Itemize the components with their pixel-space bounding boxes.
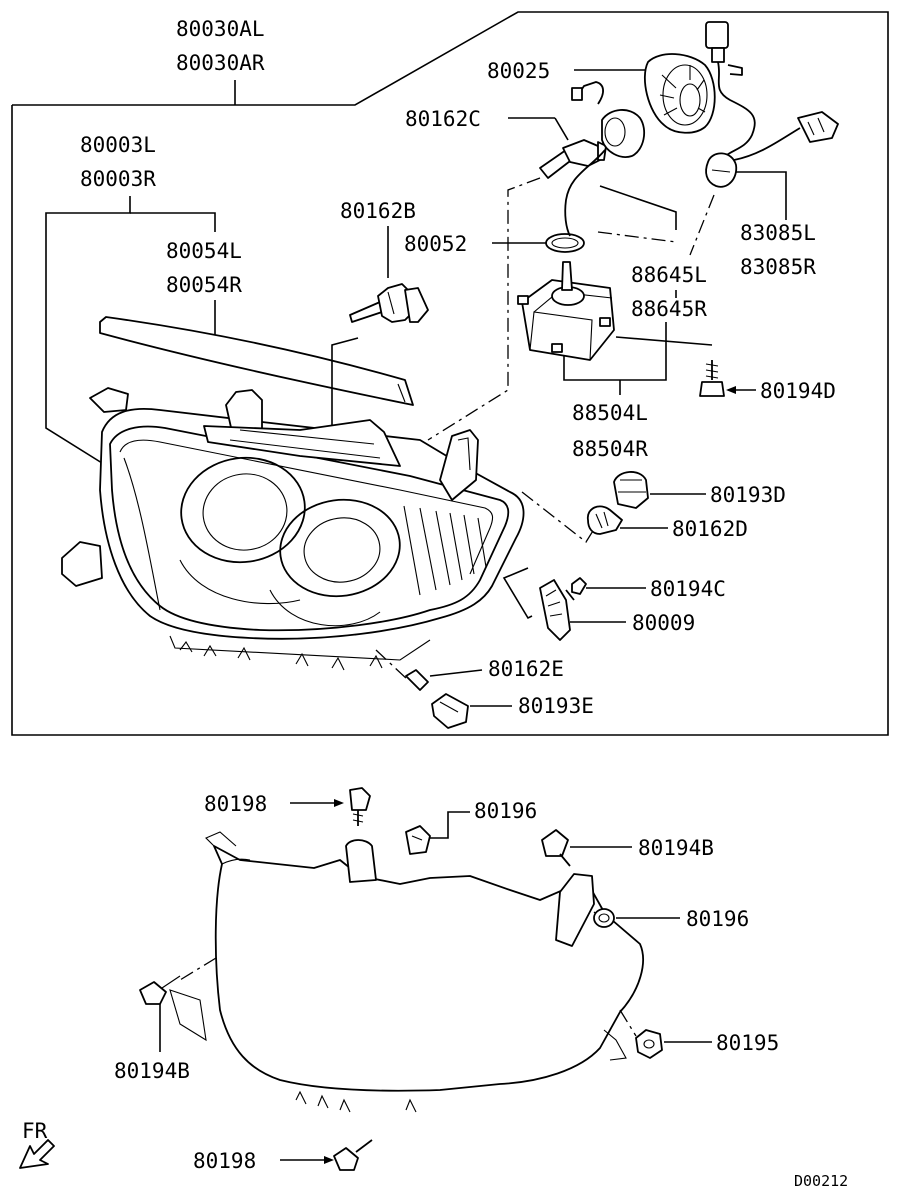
label-80162B: 80162B: [340, 199, 416, 223]
label-80194C: 80194C: [650, 577, 726, 601]
label-88645R: 88645R: [631, 297, 707, 321]
label-80194B-left: 80194B: [114, 1059, 190, 1083]
label-80003L: 80003L: [80, 133, 156, 157]
screw-80194D: [699, 360, 725, 397]
label-83085L: 83085L: [740, 221, 816, 245]
nut-80195: [635, 1029, 663, 1059]
bracket-leader: [45, 196, 131, 469]
diagram-id: D00212: [794, 1172, 848, 1187]
bolt-80198-bottom: [333, 1139, 373, 1171]
front-arrow-icon: [19, 1139, 55, 1169]
harness-83085: [705, 21, 839, 188]
label-88645L: 88645L: [631, 263, 707, 287]
dust-cap-80025: [644, 53, 716, 134]
label-80195: 80195: [716, 1031, 779, 1055]
headlamp-assembly: [61, 387, 525, 671]
label-80196-top: 80196: [474, 799, 537, 823]
bulb-80162E: [405, 669, 429, 691]
label-80003R: 80003R: [80, 167, 156, 191]
label-80052: 80052: [404, 232, 467, 256]
label-80030AR: 80030AR: [176, 51, 265, 75]
label-80030AL: 80030AL: [176, 17, 265, 41]
label-80194B-right: 80194B: [638, 836, 714, 860]
igniter-socket: [564, 81, 646, 237]
bulb-80162C: [539, 139, 607, 179]
molding-leader-top: [130, 212, 216, 232]
label-88504R: 88504R: [572, 437, 648, 461]
label-80162E: 80162E: [488, 657, 564, 681]
label-80193E: 80193E: [518, 694, 594, 718]
socket-80193D: [613, 471, 649, 509]
label-80196-right: 80196: [686, 907, 749, 931]
assembly-frame: [11, 11, 889, 736]
clip-80196-right: [593, 908, 615, 928]
label-80009: 80009: [632, 611, 695, 635]
adjuster-80009: [539, 579, 571, 641]
molding-strip: [99, 316, 414, 406]
socket-80193E: [431, 693, 469, 729]
clip-80196-top: [405, 825, 431, 855]
direction-label: FR: [22, 1119, 48, 1143]
label-80162D: 80162D: [672, 517, 748, 541]
seal-ring-80052: [545, 233, 585, 253]
screw-80194B-left: [139, 975, 181, 1005]
label-80025: 80025: [487, 59, 550, 83]
label-80198-bottom: 80198: [193, 1149, 256, 1173]
screw-80194C: [565, 577, 587, 601]
bulb-80162D: [587, 505, 623, 535]
bulb-80162B: [349, 283, 429, 323]
label-80162C: 80162C: [405, 107, 481, 131]
screw-80194B-right: [541, 829, 571, 867]
label-88504L: 88504L: [572, 401, 648, 425]
label-80193D: 80193D: [710, 483, 786, 507]
ballast-unit: [517, 261, 615, 361]
label-80194D: 80194D: [760, 379, 836, 403]
label-80054R: 80054R: [166, 273, 242, 297]
label-80054L: 80054L: [166, 239, 242, 263]
label-80198-top: 80198: [204, 792, 267, 816]
bolt-80198-top: [349, 787, 371, 826]
label-83085R: 83085R: [740, 255, 816, 279]
headlamp-mount-outline: [169, 831, 644, 1113]
